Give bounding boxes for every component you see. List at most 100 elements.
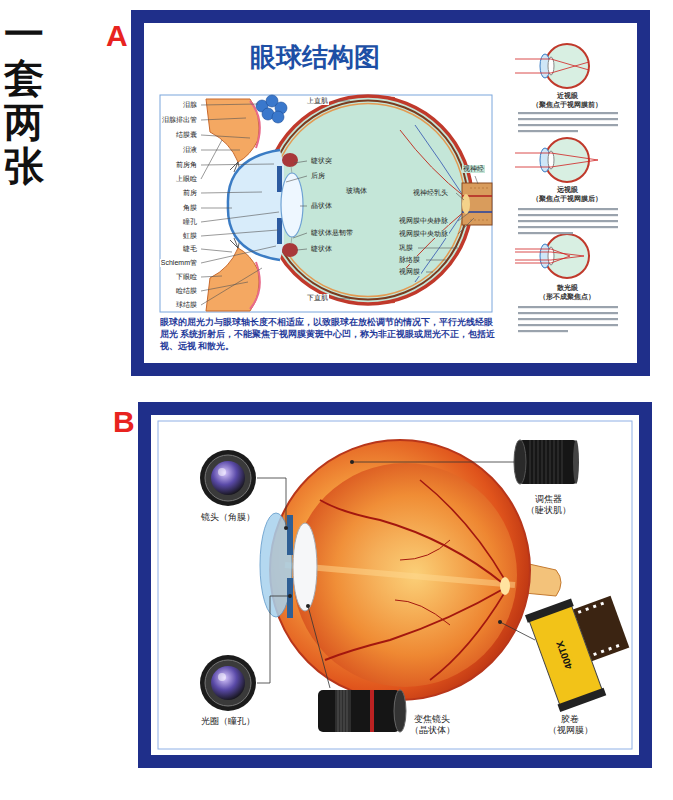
- leader-line: [201, 230, 278, 236]
- zoom-lens-icon: [394, 690, 406, 732]
- eye-camera-illustration: [325, 588, 505, 660]
- caption-label: 胶卷 （视网膜）: [544, 714, 596, 736]
- part-label: 后房: [310, 172, 326, 180]
- eye-camera-illustration: [420, 480, 505, 580]
- leader-line: [334, 298, 350, 299]
- part-label: 视网膜中央静脉: [398, 217, 449, 225]
- zoom-lens-icon: [338, 690, 347, 732]
- camera-lens-icon: [200, 450, 256, 506]
- leader-line: [201, 140, 222, 179]
- camera-lens-icon: [200, 655, 256, 711]
- part-label: 泪腺排出管: [161, 116, 198, 124]
- caption-label: 远视眼: [556, 186, 579, 194]
- eye-section-diagram: [228, 150, 284, 260]
- leader-line: [201, 164, 274, 165]
- leader-line: [456, 193, 464, 200]
- part-label: Schlemm管: [160, 259, 198, 267]
- small-print: [518, 306, 618, 308]
- leader-line: [300, 206, 307, 207]
- leader-line: [458, 212, 470, 221]
- refraction-eye: [545, 44, 589, 88]
- focuser-icon: [530, 440, 562, 484]
- leader-line: [201, 104, 258, 105]
- film-roll-icon: [578, 610, 582, 614]
- eye-section-diagram: [462, 194, 470, 214]
- leader-dot: [284, 526, 288, 530]
- film-roll-icon: [608, 647, 612, 651]
- caption-label: 调焦器 （睫状肌）: [522, 494, 574, 516]
- part-label: 睫状体: [310, 245, 333, 253]
- eye-camera-illustration: [270, 440, 530, 700]
- eye-section-diagram: [264, 96, 472, 304]
- leader-line: [201, 208, 232, 209]
- part-label: 玻璃体: [345, 187, 368, 195]
- eye-section-diagram: [470, 188, 490, 189]
- eye-section-diagram: [206, 99, 259, 162]
- part-label: 睑结膜: [175, 287, 198, 295]
- film-roll-icon: [616, 644, 620, 648]
- leader-line: [201, 101, 478, 305]
- film-roll-icon: [525, 599, 574, 623]
- small-print: [518, 226, 618, 228]
- small-print: [518, 324, 618, 326]
- part-label: 角膜: [182, 204, 198, 212]
- caption-label: （聚焦点于视网膜后）: [531, 195, 603, 203]
- film-roll-icon: [557, 688, 606, 712]
- small-print: [518, 330, 568, 332]
- small-print: [518, 124, 618, 126]
- refraction-eye: [515, 59, 589, 73]
- eye-camera-illustration: [500, 577, 510, 595]
- part-label: 脉络膜: [398, 256, 421, 264]
- camera-lens-icon: [205, 455, 251, 501]
- leader-line: [201, 150, 240, 151]
- eye-section-diagram: [160, 95, 492, 312]
- eye-camera-illustration: [400, 540, 450, 560]
- part-label: 巩膜: [398, 244, 414, 252]
- refraction-eye: [515, 249, 584, 263]
- small-print: [518, 118, 618, 120]
- caption-label: 光圈（瞳孔）: [200, 716, 256, 727]
- part-label: 晶状体: [310, 202, 333, 210]
- part-label: 视神经乳头: [412, 189, 449, 197]
- part-label: 睫毛: [182, 245, 198, 253]
- panel-ground: [158, 421, 632, 749]
- eye-section-diagram: [272, 111, 284, 123]
- film-roll-icon: [585, 607, 589, 611]
- part-label: 前房角: [175, 161, 198, 169]
- film-roll-icon: [593, 652, 597, 656]
- part-label: 虹膜: [182, 232, 198, 240]
- caption-label: 近视眼: [556, 92, 579, 100]
- leader-line: [286, 176, 307, 182]
- part-label: 视网膜: [398, 268, 421, 276]
- panel-ground: [144, 23, 639, 755]
- leader-line: [201, 246, 276, 263]
- leader-line: [458, 218, 474, 234]
- focuser-icon: [514, 440, 526, 484]
- small-print: [518, 214, 618, 216]
- focuser-icon: [514, 440, 579, 484]
- zoom-lens-icon: [370, 690, 374, 732]
- part-label: 球结膜: [175, 301, 198, 309]
- refraction-eye: [545, 138, 589, 182]
- part-label: 泪液: [182, 146, 198, 154]
- film-roll-icon: [525, 586, 642, 713]
- part-label: 下直肌: [306, 294, 329, 302]
- camera-lens-icon: [211, 461, 245, 495]
- film-roll-icon: [593, 604, 597, 608]
- eye-camera-illustration: [395, 600, 450, 625]
- caption-label: 变焦镜头 （晶状体）: [406, 714, 458, 736]
- eye-section-diagram: [277, 218, 282, 244]
- eye-section-diagram: [272, 104, 465, 297]
- panel-letter: B: [113, 407, 135, 437]
- eye-section-diagram: [281, 173, 303, 237]
- part-label: 上直肌: [306, 97, 329, 105]
- eye-section-diagram: [250, 262, 260, 309]
- leader-dot: [498, 620, 502, 624]
- eye-camera-illustration: [320, 500, 505, 585]
- leader-line: [352, 462, 514, 463]
- leader-line: [201, 212, 279, 222]
- leader-line: [257, 462, 535, 688]
- part-label: 泪腺: [182, 101, 198, 109]
- leader-line: [426, 260, 446, 261]
- leader-line: [201, 282, 248, 291]
